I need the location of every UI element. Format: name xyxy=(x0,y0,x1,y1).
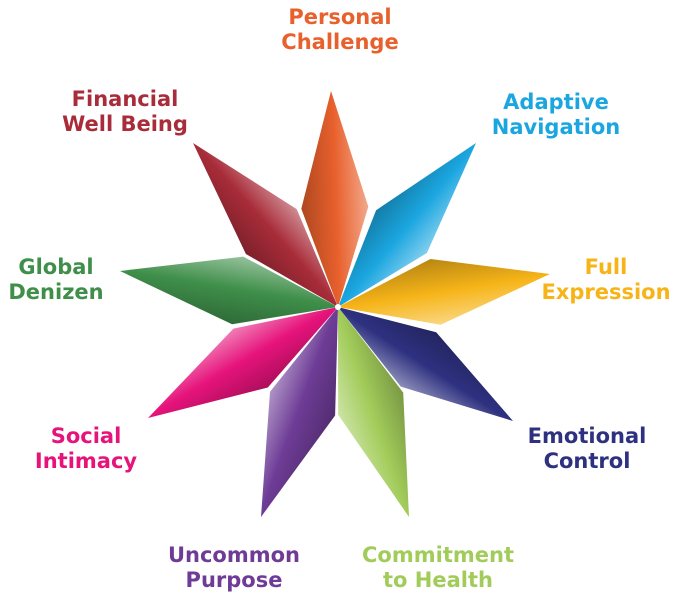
star-point-full-expression xyxy=(338,259,550,325)
label-commitment-to-health-line1: Commitment xyxy=(362,543,514,567)
star-point-adaptive-navigation xyxy=(338,143,476,307)
star-point-uncommon-purpose xyxy=(261,307,338,517)
star-point-commitment-to-health xyxy=(338,307,409,517)
label-full-expression-line2: Expression xyxy=(541,280,671,305)
label-adaptive-navigation: Adaptive Navigation xyxy=(492,90,620,140)
label-financial-well-being: Financial Well Being xyxy=(62,87,188,137)
label-emotional-control-line2: Control xyxy=(543,449,631,474)
label-global-denizen: Global Denizen xyxy=(8,255,103,305)
star-point-social-intimacy xyxy=(148,307,338,418)
label-commitment-to-health: Commitment to Health xyxy=(362,543,514,593)
label-adaptive-navigation-line1: Adaptive xyxy=(503,90,609,114)
label-uncommon-purpose-line2: Purpose xyxy=(185,568,283,593)
label-adaptive-navigation-line2: Navigation xyxy=(491,115,621,140)
star-point-emotional-control xyxy=(338,307,513,421)
label-uncommon-purpose-line1: Uncommon xyxy=(167,543,301,567)
label-full-expression: Full Expression xyxy=(541,255,670,305)
label-emotional-control-line1: Emotional xyxy=(527,424,647,448)
label-personal-challenge-line1: Personal xyxy=(288,5,392,29)
label-financial-well-being-line2: Well Being xyxy=(62,112,188,137)
star-point-global-denizen xyxy=(120,256,338,325)
label-social-intimacy-line2: Intimacy xyxy=(34,449,138,474)
label-emotional-control: Emotional Control xyxy=(528,424,647,474)
star-center xyxy=(335,304,341,310)
label-personal-challenge-line2: Challenge xyxy=(281,30,399,55)
star-point-financial-well-being xyxy=(193,143,338,307)
label-financial-well-being-line1: Financial xyxy=(71,87,179,111)
label-global-denizen-line1: Global xyxy=(18,255,94,279)
label-global-denizen-line2: Denizen xyxy=(8,280,104,305)
label-personal-challenge: Personal Challenge xyxy=(281,5,398,55)
label-uncommon-purpose: Uncommon Purpose xyxy=(168,543,300,593)
label-social-intimacy-line1: Social xyxy=(50,424,122,448)
label-commitment-to-health-line2: to Health xyxy=(383,568,493,593)
star-point-personal-challenge xyxy=(301,91,369,307)
label-social-intimacy: Social Intimacy xyxy=(35,424,137,474)
label-full-expression-line1: Full xyxy=(584,255,628,279)
